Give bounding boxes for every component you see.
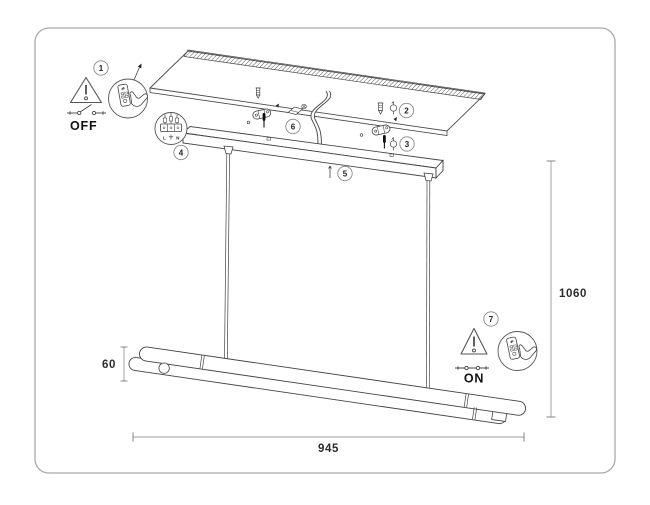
callout-1: 1 [93, 60, 109, 76]
drop-height-value: 1060 [559, 288, 587, 300]
bar-screw-hole [389, 153, 394, 157]
cable-gripper-left [223, 145, 234, 155]
off-switch-icon [67, 104, 106, 116]
step-3-group: 3 [359, 117, 415, 152]
panel-underside [149, 88, 448, 136]
off-label: OFF [70, 119, 97, 133]
direction-arrow-icon [275, 103, 279, 108]
screw-turn-icon [389, 137, 398, 151]
dimension-drop-height: 1060 [546, 160, 587, 418]
warning-triangle-on [460, 327, 488, 355]
suspension-cable-right [426, 180, 431, 389]
dimension-lamp-height: 60 [102, 346, 128, 382]
callout-6: 6 [285, 118, 301, 135]
ground-symbol-icon [168, 134, 174, 140]
callout-3: 3 [399, 136, 415, 152]
screw-icon [262, 113, 266, 128]
bar-screw-hole [266, 137, 271, 141]
step-5-group: 5 [328, 165, 353, 182]
dimension-overall-width: 945 [132, 432, 525, 455]
wiring-detail: L N 4 [154, 112, 198, 161]
suspension-cable-left [224, 153, 230, 360]
lightning-icon [121, 86, 126, 91]
remote-control-icon [117, 83, 131, 107]
cable-gripper-right [423, 172, 434, 182]
lamp-body [128, 346, 527, 425]
mounting-bar [181, 126, 444, 182]
callout-2: 2 [398, 102, 415, 119]
svg-text:7: 7 [489, 315, 494, 324]
screw-icon [383, 135, 386, 149]
lamp-height-value: 60 [102, 359, 116, 371]
anchor-plug-icon [377, 102, 384, 115]
pilot-hole [359, 133, 364, 137]
svg-text:6: 6 [291, 122, 296, 131]
callout-5: 5 [337, 165, 353, 182]
step-6-group: 6 [246, 103, 307, 135]
warning-triangle-off [69, 76, 103, 104]
pressing-hand-icon [129, 91, 148, 107]
remote-control-icon [506, 336, 520, 360]
pointer-arrow-icon [137, 63, 142, 69]
overall-width-value: 945 [318, 443, 339, 455]
callout-7: 7 [483, 311, 499, 327]
step-2-group: 2 [377, 101, 415, 119]
lightning-icon [509, 339, 514, 344]
power-cord [310, 90, 332, 145]
cable-clip-icon [371, 124, 391, 136]
svg-text:5: 5 [343, 169, 348, 178]
anchor-plug-icon-top [255, 87, 261, 99]
terminal-neutral-label: N [176, 136, 179, 141]
remote-detail-on [497, 331, 538, 371]
svg-text:4: 4 [179, 148, 184, 157]
terminal-live-label: L [163, 136, 166, 141]
hatched-edge [183, 49, 486, 100]
remote-detail-off [108, 63, 148, 119]
svg-text:1: 1 [99, 64, 104, 73]
on-label: ON [464, 372, 484, 386]
direction-arrow-icon [393, 117, 397, 122]
flat-clip-icon [287, 103, 307, 115]
pilot-hole [246, 120, 251, 125]
terminal-block-icon [160, 112, 182, 132]
on-switch-icon [455, 365, 489, 371]
svg-text:2: 2 [404, 106, 409, 115]
screw-turn-icon [389, 101, 398, 115]
callout-4: 4 [173, 144, 189, 161]
svg-text:3: 3 [405, 140, 410, 149]
lamp-upper-tube [139, 346, 527, 416]
lamp-tube-end-cap [158, 362, 170, 374]
pressing-hand-icon [518, 344, 537, 360]
